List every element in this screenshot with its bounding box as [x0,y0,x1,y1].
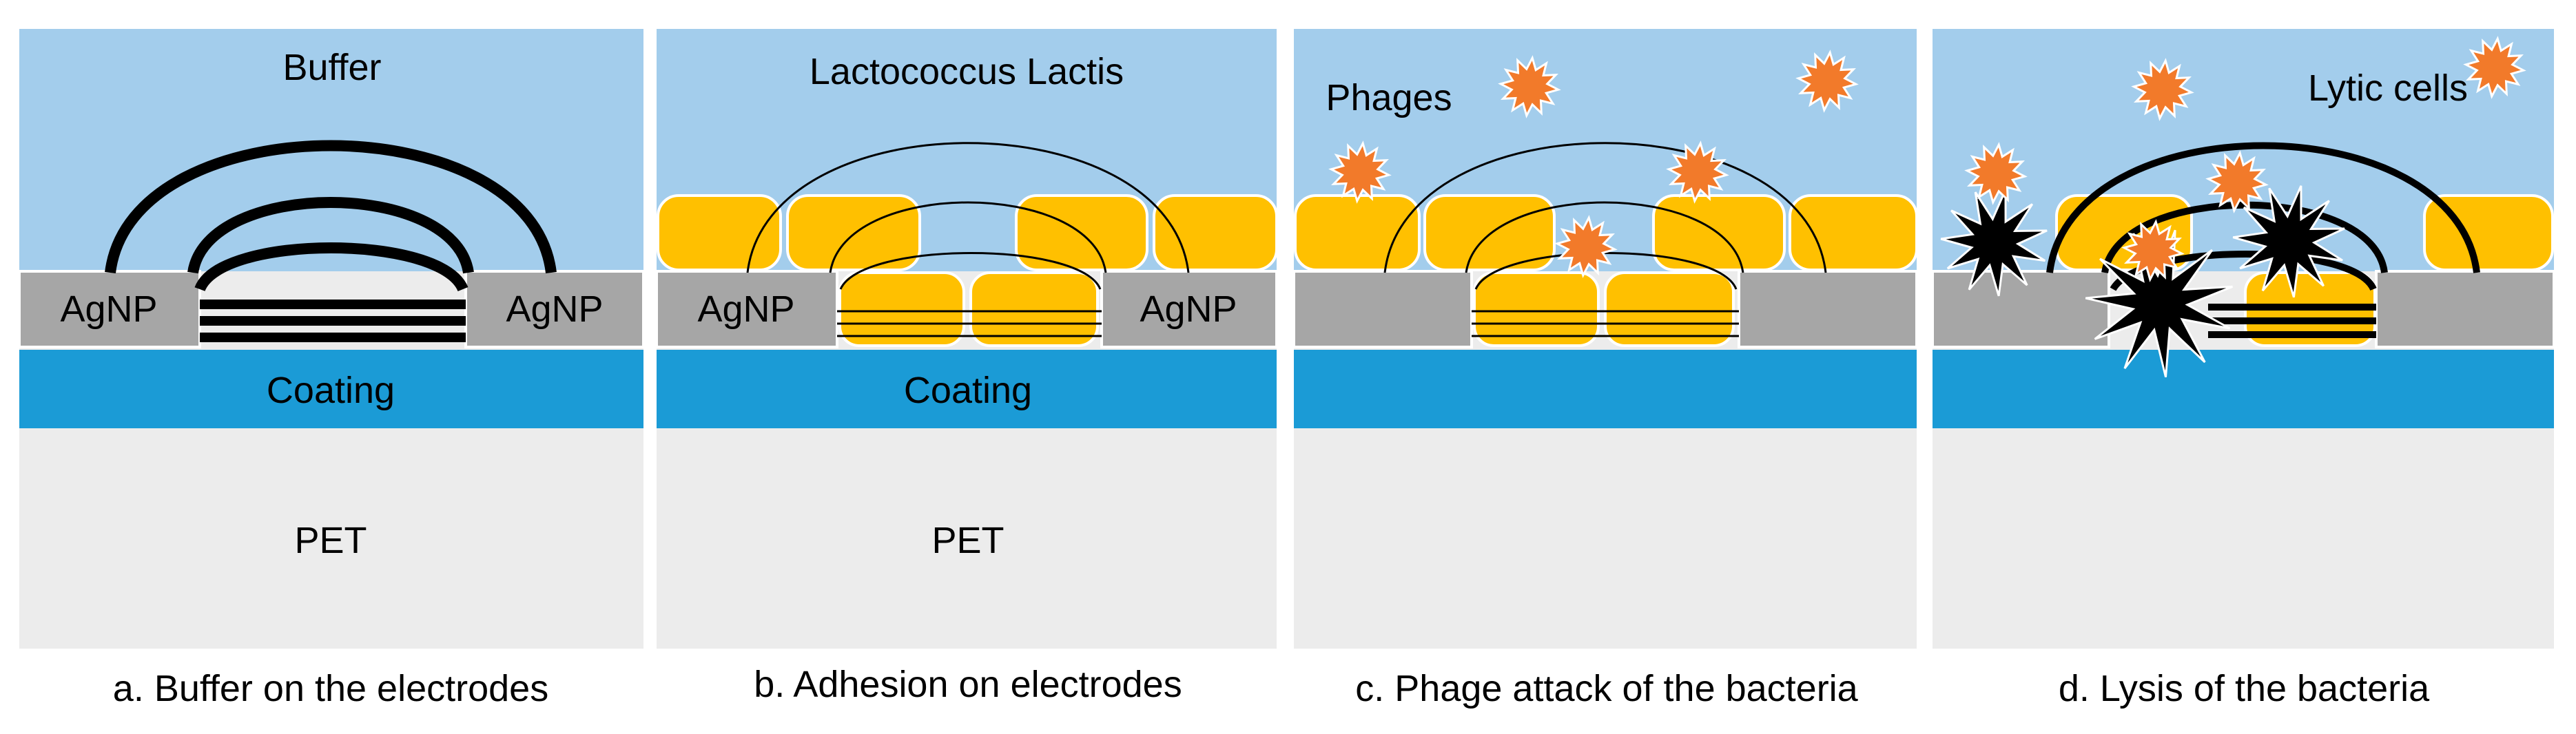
label-pet: PET [294,520,367,561]
panel-b: Lactococcus Lactis AgNP AgNP Coating PET… [644,0,1288,734]
bacterium [786,194,921,271]
phage-icon [2131,58,2194,121]
agnp-electrode-left [1292,270,1473,348]
caption-c: c. Phage attack of the bacteria [1355,668,1858,709]
label-coating: Coating [267,370,395,411]
bacterium [969,271,1099,347]
phage-icon [2121,219,2185,282]
field-line-arc [1383,142,1827,273]
coating-layer [19,350,643,428]
field-line-arc [829,201,1107,273]
lytic-cell-icon [2085,229,2233,378]
panel-b-diagram: Lactococcus Lactis AgNP AgNP Coating PET… [655,29,1278,705]
panel-d-diagram: Lytic cells d. Lysis of the bacteria [1933,29,2555,709]
field-line-arc [1474,252,1738,290]
phage-icon [1795,50,1859,113]
panel-a-diagram: Buffer AgNP AgNP Coating PET a. Buffer o… [18,29,643,709]
caption-a: a. Buffer on the electrodes [113,668,548,709]
phage-icon [1964,142,2028,205]
agnp-electrode-left [655,270,838,348]
caption-d: d. Lysis of the bacteria [2059,668,2430,709]
label-coating: Coating [904,370,1032,411]
bacterium [1604,271,1735,347]
lytic-cell-icon [2232,185,2345,298]
bacterium [1153,194,1278,271]
coating-layer [657,350,1277,428]
panel-d: Lytic cells d. Lysis of the bacteria [1933,0,2576,734]
bacterium [1423,194,1556,271]
field-line-arc [2046,142,2480,273]
label-agnp-left: AgNP [697,289,794,330]
panel-a: Buffer AgNP AgNP Coating PET a. Buffer o… [0,0,643,734]
agnp-electrode-left [1933,270,2110,348]
field-line-arc [105,140,557,273]
label-agnp-right: AgNP [1140,289,1237,330]
bacterium [2423,194,2554,271]
phage-icon [2205,150,2269,213]
coating-layer [1294,350,1917,428]
phages-group [1964,36,2526,282]
panel-c: Phages c. Phage attack of the bacteria [1288,0,1932,734]
bacterium [1789,194,1918,271]
caption-b: b. Adhesion on electrodes [754,664,1182,705]
lytic-cells-group [1940,185,2345,378]
label-lactococcus: Lactococcus Lactis [810,51,1124,92]
bacterium [1294,194,1421,271]
field-line-arc [746,142,1190,273]
label-agnp-left: AgNP [60,289,157,330]
label-buffer: Buffer [282,47,381,88]
agnp-electrode-right [1738,270,1918,348]
panel-c-diagram: Phages c. Phage attack of the bacteria [1292,29,1918,709]
label-agnp-right: AgNP [506,289,603,330]
field-line-arc [2110,251,2377,291]
phages-group [1328,50,1859,278]
bacterium [1473,271,1600,347]
agnp-electrode-right [2375,270,2555,348]
phage-icon [2463,36,2526,99]
coating-layer [1933,350,2554,428]
label-pet: PET [931,520,1004,561]
label-phages: Phages [1326,77,1452,118]
agnp-electrode-right [1100,270,1278,348]
phage-icon [1498,55,1561,118]
bacterium [657,194,782,271]
phage-icon [1666,140,1729,204]
label-lytic-cells: Lytic cells [2308,67,2468,109]
bacterium [838,271,965,347]
field-line-arc [194,242,468,292]
field-line-arc [839,252,1102,290]
field-line-arc [1465,201,1744,273]
lytic-cell-icon [1940,189,2048,297]
field-line-arc [187,197,474,274]
phage-icon [1554,215,1618,278]
phage-icon [1328,140,1392,204]
